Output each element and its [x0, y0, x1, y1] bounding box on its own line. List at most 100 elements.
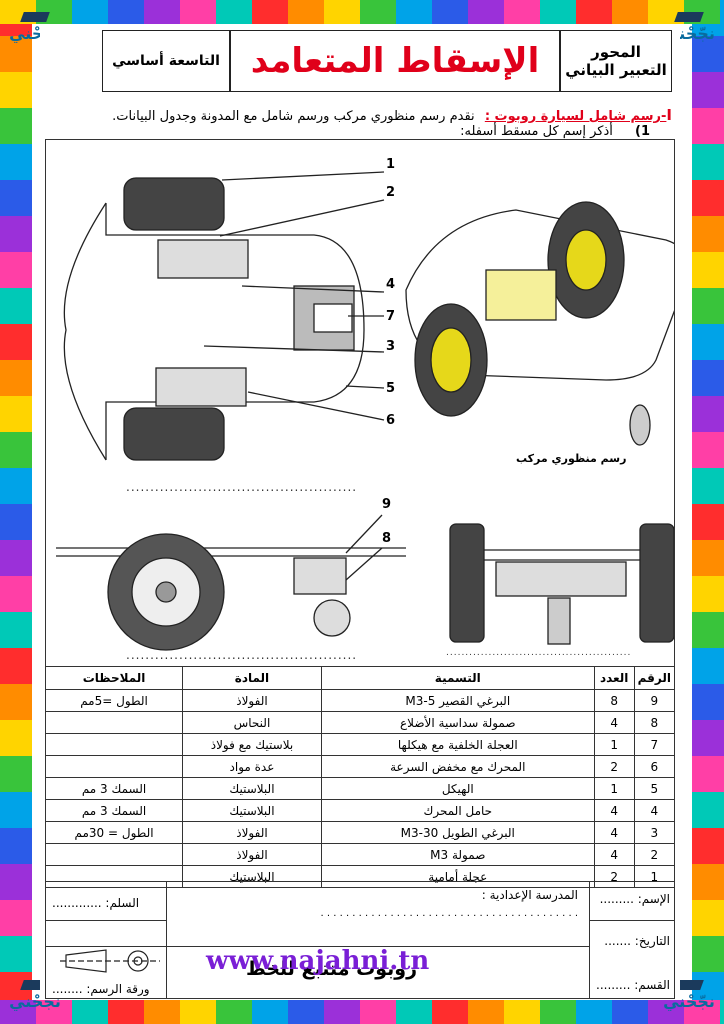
callout-7: 7 — [386, 309, 395, 324]
pencil-bottom — [504, 1000, 540, 1024]
front-view — [449, 523, 675, 645]
pencil-top — [360, 0, 396, 24]
cell-qty: 2 — [593, 865, 635, 888]
pencil-top — [144, 0, 180, 24]
cell-name: البرغي الطويل M3-30 — [320, 821, 595, 844]
question-1: 1) أذكر إسم كل مسقط أسفله: — [250, 124, 650, 139]
question-number: 1) — [635, 124, 650, 139]
answer-line-front[interactable]: ........................................… — [446, 648, 632, 658]
callout-6: 6 — [386, 413, 395, 428]
pencil-top — [108, 0, 144, 24]
cell-qty: 8 — [593, 689, 635, 712]
pencil-left — [0, 648, 32, 684]
pencil-left — [0, 864, 32, 900]
pencil-left — [0, 324, 32, 360]
pencil-right — [692, 180, 724, 216]
pencil-right — [692, 72, 724, 108]
section-heading: I-رسم شامل لسيارة روبوت : نقدم رسم منظور… — [72, 106, 672, 124]
top-view — [63, 177, 365, 461]
header-notes: الملاحظات — [44, 666, 184, 690]
callout-2: 2 — [386, 185, 395, 200]
pencil-right — [692, 792, 724, 828]
pencil-top — [432, 0, 468, 24]
pencil-top — [612, 0, 648, 24]
question-text: أذكر إسم كل مسقط أسفله: — [460, 124, 613, 139]
pencil-left — [0, 684, 32, 720]
class-field[interactable]: القسم: ......... — [596, 978, 670, 992]
cell-notes: الطول =5مم — [44, 689, 184, 712]
callout-leaders — [203, 171, 385, 581]
answer-line-side[interactable]: ........................................… — [126, 648, 358, 662]
pencil-top — [72, 0, 108, 24]
pencil-bottom — [72, 1000, 108, 1024]
cell-num: 7 — [633, 733, 676, 756]
pencil-right — [692, 540, 724, 576]
scale-field[interactable]: السلم: ............. — [52, 896, 140, 910]
pencil-left — [0, 396, 32, 432]
cell-name: المحرك مع مخفض السرعة — [320, 755, 595, 778]
pencil-left — [0, 792, 32, 828]
pencil-bottom — [468, 1000, 504, 1024]
section-number: I — [666, 106, 672, 124]
pencil-top — [252, 0, 288, 24]
pencil-top — [216, 0, 252, 24]
pencil-right — [692, 360, 724, 396]
cell-num: 5 — [633, 777, 676, 800]
pencil-left — [0, 180, 32, 216]
pencil-right — [692, 684, 724, 720]
pencil-right — [692, 612, 724, 648]
callout-8: 8 — [382, 531, 391, 546]
title-box: الإسقاط المتعامد — [230, 30, 560, 92]
pencil-bottom — [396, 1000, 432, 1024]
cell-qty: 4 — [593, 711, 635, 734]
pencil-right — [692, 828, 724, 864]
callout-9: 9 — [382, 497, 391, 512]
date-field[interactable]: التاريخ: ....... — [604, 934, 670, 948]
header-num: الرقم — [633, 666, 676, 690]
pencil-left — [0, 36, 32, 72]
pencil-right — [692, 108, 724, 144]
pencil-left — [0, 360, 32, 396]
cell-num: 8 — [633, 711, 676, 734]
callout-5: 5 — [386, 381, 395, 396]
callout-4: 4 — [386, 277, 395, 292]
callout-3: 3 — [386, 339, 395, 354]
pencil-bottom — [216, 1000, 252, 1024]
cell-name: صمولة M3 — [320, 843, 595, 866]
pencil-bottom — [648, 1000, 684, 1024]
site-url[interactable]: www.najahni.tn — [206, 946, 430, 976]
pencil-top — [396, 0, 432, 24]
school-field[interactable]: . . . . . . . . . . . . . . . . . . . . … — [320, 908, 578, 919]
answer-line-top[interactable]: ........................................… — [126, 480, 358, 494]
cell-material: الفولاذ — [182, 689, 322, 712]
cell-material: الفولاذ — [182, 843, 322, 866]
header-name: التسمية — [320, 666, 595, 690]
cell-qty: 4 — [593, 799, 635, 822]
pencil-left — [0, 72, 32, 108]
pencil-left — [0, 576, 32, 612]
pencil-left — [0, 432, 32, 468]
perspective-view — [405, 201, 690, 446]
pencil-left — [0, 468, 32, 504]
cell-qty: 1 — [593, 733, 635, 756]
paper-format-field[interactable]: ورقة الرسم: ........ — [52, 982, 150, 996]
header-qty: العدد — [593, 666, 635, 690]
pencil-top — [324, 0, 360, 24]
pencil-right — [692, 144, 724, 180]
pencil-bottom — [288, 1000, 324, 1024]
table-header-row: الرقم العدد التسمية المادة الملاحظات — [44, 666, 676, 690]
pencil-right — [692, 468, 724, 504]
worksheet-page: التاسعة أساسي الإسقاط المتعامد المحور ال… — [40, 26, 690, 999]
pencil-left — [0, 720, 32, 756]
section-title: -رسم شامل لسيارة روبوت : — [484, 109, 667, 124]
level-text: التاسعة أساسي — [112, 53, 220, 69]
pencil-left — [0, 288, 32, 324]
student-name-field[interactable]: الإسم: ......... — [599, 892, 670, 906]
